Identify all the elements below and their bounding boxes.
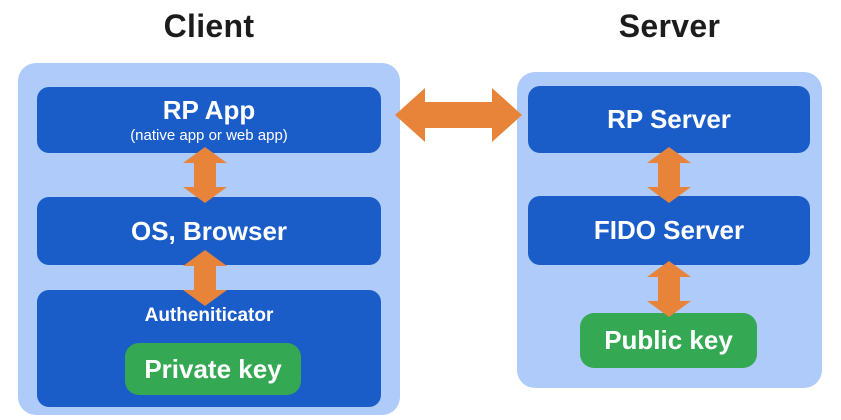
client-server-double-arrow-icon (395, 88, 522, 142)
rp-app-sublabel: (native app or web app) (130, 126, 288, 144)
rp-server-box: RP Server (528, 86, 810, 153)
os-browser-label: OS, Browser (130, 215, 288, 246)
rp-app-label: RP App (162, 95, 256, 126)
fidoserver-publickey-double-arrow-icon (647, 261, 691, 317)
fido-server-label: FIDO Server (593, 215, 745, 246)
rp-server-label: RP Server (607, 104, 731, 135)
server-title: Server (618, 8, 721, 44)
authenticator-label: Autheniticator (144, 305, 274, 326)
server-panel: RP Server FIDO Server Public key (517, 72, 822, 388)
client-title: Client (163, 8, 255, 44)
rp-app-box: RP App (native app or web app) (37, 87, 381, 153)
authenticator-box: Autheniticator Private key (37, 290, 381, 407)
rpapp-osbrowser-double-arrow-icon (183, 147, 227, 203)
public-key-label: Public key (604, 325, 733, 355)
osbrowser-authenticator-double-arrow-icon (183, 250, 227, 306)
client-panel: RP App (native app or web app) OS, Brows… (18, 63, 400, 415)
fido-server-box: FIDO Server (528, 196, 810, 265)
private-key-label: Private key (144, 353, 282, 384)
private-key-box: Private key (125, 343, 301, 395)
public-key-box: Public key (580, 313, 757, 368)
rpserver-fidoserver-double-arrow-icon (647, 147, 691, 203)
